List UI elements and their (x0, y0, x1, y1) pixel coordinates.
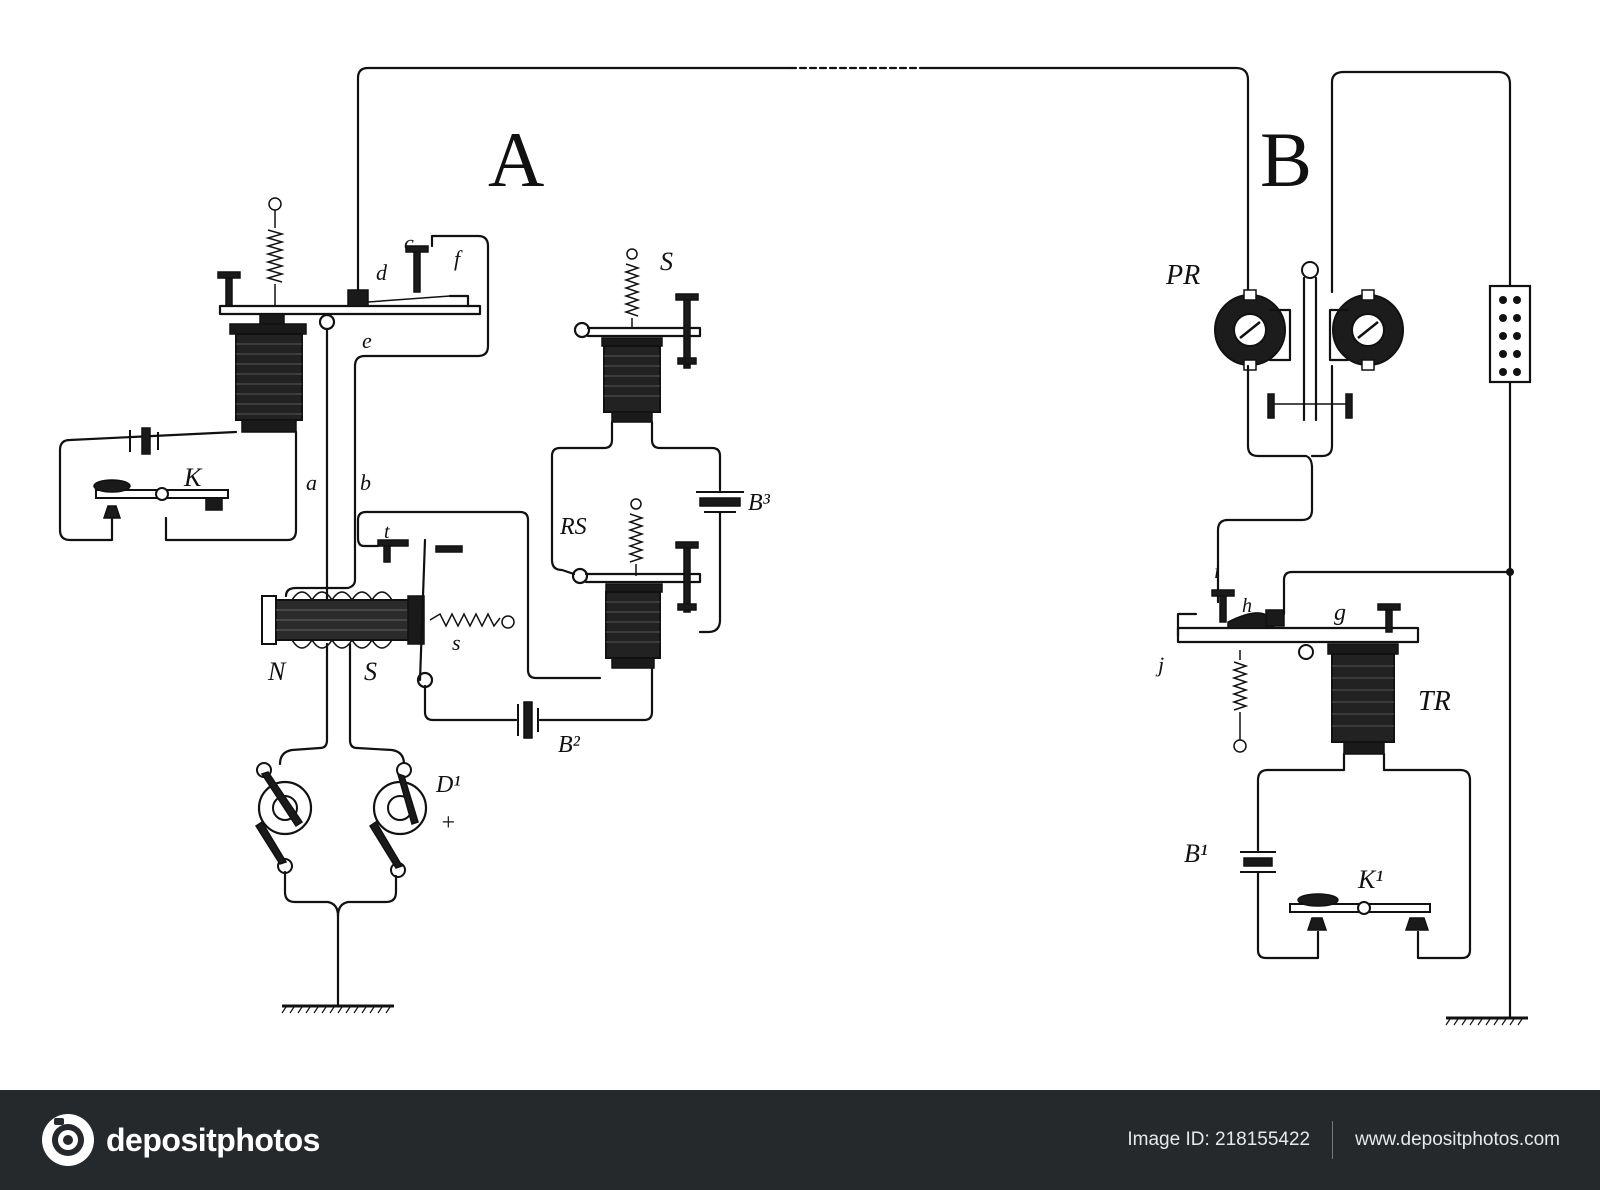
label-c: c (404, 230, 414, 255)
footer-divider (1332, 1121, 1334, 1159)
transmitter-relay-a (217, 197, 482, 433)
camera-logo-icon (42, 1114, 94, 1166)
label-t: t (384, 521, 390, 543)
label-k: K (183, 463, 203, 492)
b-return-wire (1330, 70, 1512, 294)
label-d1: D¹ (435, 772, 461, 798)
label-plus: + (440, 810, 456, 836)
brand-name: depositphotos (106, 1121, 320, 1158)
label-h: h (1242, 595, 1252, 617)
label-b2: B² (558, 732, 581, 758)
label-s-magnet: S (364, 657, 377, 686)
battery-b1 (1240, 851, 1276, 873)
relay-sounder-rs (571, 498, 702, 669)
ground-a (281, 1004, 394, 1014)
label-e: e (362, 328, 372, 353)
label-b: b (360, 470, 371, 495)
circuit-diagram: A B (58, 66, 1532, 1026)
wire-f-to-b (353, 234, 490, 582)
label-rs: RS (559, 514, 587, 540)
footer-info: Image ID: 218155422 www.depositphotos.co… (1127, 1121, 1560, 1159)
transmitting-relay-tr (1176, 589, 1420, 755)
reversing-armature-t (377, 538, 515, 689)
polarized-magnet-ns (261, 591, 425, 649)
label-b1: B¹ (1184, 839, 1208, 868)
label-sounder-s: S (660, 247, 673, 276)
sounder-s (573, 248, 702, 423)
label-n: N (267, 657, 287, 686)
label-i: i (1214, 561, 1220, 583)
section-label-b: B (1260, 116, 1312, 203)
label-k1: K¹ (1357, 865, 1383, 894)
telegraph-key-k[interactable] (93, 479, 229, 519)
site-link[interactable]: www.depositphotos.com (1355, 1129, 1560, 1150)
diagram-canvas: A B (58, 66, 1532, 1026)
label-j: j (1155, 652, 1164, 677)
footer-bar: depositphotos Image ID: 218155422 www.de… (0, 1090, 1600, 1190)
resistance-box (1488, 284, 1532, 384)
label-pr: PR (1165, 260, 1200, 291)
main-line-wire (356, 66, 792, 292)
label-tr: TR (1418, 686, 1451, 717)
label-b3: B³ (748, 490, 771, 516)
dynamo-right (368, 762, 428, 878)
section-label-a: A (488, 116, 544, 203)
dynamo-left (254, 762, 313, 874)
ground-b (1445, 1016, 1528, 1026)
battery-local-a (129, 427, 159, 455)
key-k-circuit (58, 430, 238, 542)
image-id: Image ID: 218155422 (1127, 1129, 1311, 1150)
polarized-relay-pr (1214, 261, 1404, 422)
battery-b2 (517, 701, 539, 739)
label-a: a (306, 470, 317, 495)
label-g: g (1334, 600, 1346, 626)
label-s-spring: s (452, 630, 461, 655)
main-line-wire-b (918, 66, 1250, 294)
brand-logo[interactable]: depositphotos (40, 1112, 320, 1168)
label-d: d (376, 260, 388, 285)
battery-b3 (696, 491, 744, 513)
label-f: f (454, 246, 463, 271)
telegraph-key-k1[interactable] (1289, 893, 1431, 931)
